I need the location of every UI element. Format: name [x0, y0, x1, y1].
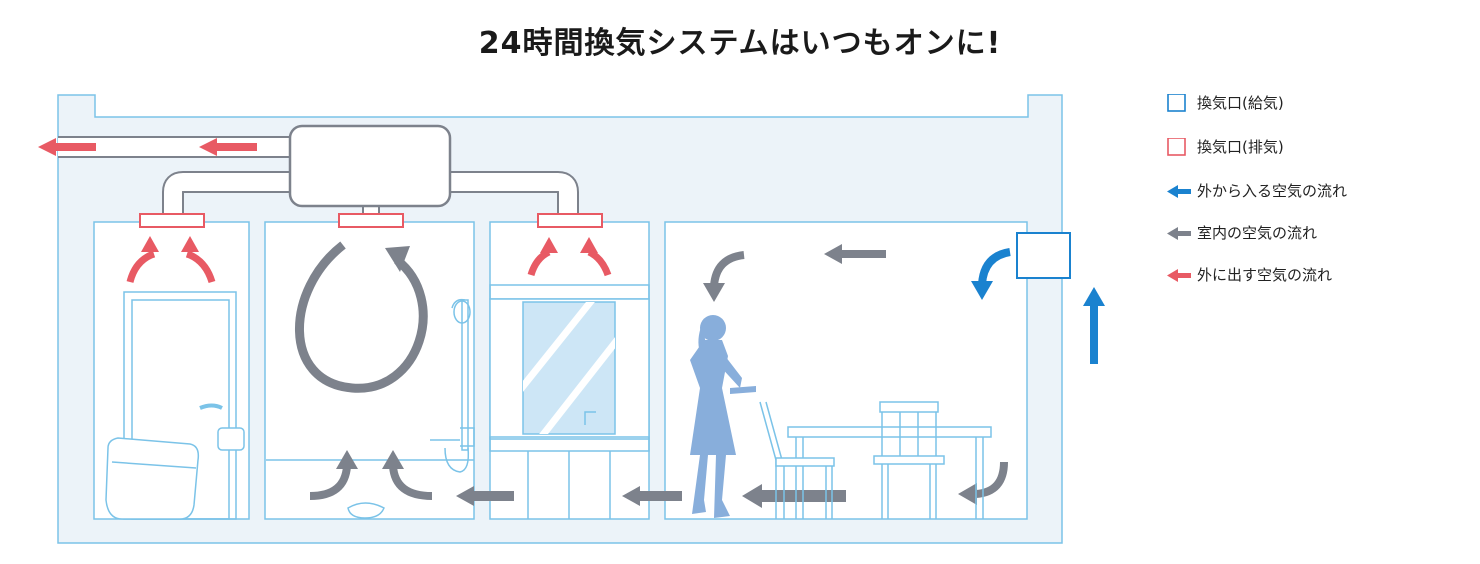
room-bathroom: [264, 221, 475, 520]
legend-flow-exhaust: 外に出す空気の流れ: [1167, 264, 1467, 286]
person-figure: [690, 315, 756, 518]
indoor-arrow-living-top: [824, 244, 886, 264]
supply-vent: [1016, 232, 1071, 279]
indoor-loop-arrow: [295, 241, 428, 393]
legend-flow-exhaust-label: 外に出す空気の流れ: [1197, 266, 1333, 284]
indoor-arrow-bath-right: [389, 465, 433, 500]
ventilation-diagram: [38, 94, 1105, 544]
exhaust-arrow-wash-right: [587, 248, 612, 277]
legend-flow-outside-in-label: 外から入る空気の流れ: [1197, 182, 1348, 200]
indoor-arrow-floor-wash: [622, 486, 682, 506]
indoor-arrow-floor-right: [958, 461, 1008, 505]
page-title: 24時間換気システムはいつもオンに!: [478, 26, 1002, 61]
legend-exhaust-vent-label: 換気口(排気): [1197, 138, 1284, 156]
legend-flow-indoor-label: 室内の空気の流れ: [1197, 224, 1318, 242]
mirror-reflection: [523, 302, 615, 434]
dining-chair-left: [759, 401, 835, 519]
exhaust-arrow-duct: [199, 138, 257, 156]
red-square-outline-icon: [1167, 137, 1193, 156]
exhaust-arrow-outside: [38, 138, 96, 156]
gray-arrow-left-icon: [1167, 224, 1193, 242]
exhaust-vent-washroom: [537, 213, 603, 228]
legend-supply-vent: 換気口(給気): [1167, 92, 1467, 114]
legend: 換気口(給気) 換気口(排気) 外から入る空気の流れ 室内の空気の流れ 外に出す…: [1167, 92, 1467, 308]
blue-square-outline-icon: [1167, 93, 1193, 112]
bathtub: [266, 459, 474, 519]
dining-chair-right: [873, 401, 945, 519]
legend-supply-vent-label: 換気口(給気): [1197, 94, 1284, 112]
supply-arrow-outside: [1083, 287, 1105, 364]
toilet-bowl: [105, 427, 245, 520]
exhaust-arrow-toilet-right: [185, 250, 216, 284]
exhaust-vent-toilet: [139, 213, 205, 228]
ventilation-fan-unit: [288, 124, 452, 208]
legend-flow-outside-in: 外から入る空気の流れ: [1167, 180, 1467, 202]
shower-fixture: [430, 298, 475, 473]
supply-arrow-into-room: [971, 248, 1011, 300]
indoor-arrow-floor-bath: [456, 486, 514, 506]
indoor-arrow-bath-left: [309, 465, 351, 500]
red-arrow-left-icon: [1167, 266, 1193, 284]
exhaust-vent-bathroom: [338, 213, 404, 228]
blue-arrow-left-icon: [1167, 182, 1193, 200]
indoor-arrow-living-down: [703, 251, 745, 302]
exhaust-arrow-toilet-left: [126, 250, 156, 283]
exhaust-duct: [58, 136, 579, 217]
legend-flow-indoor: 室内の空気の流れ: [1167, 222, 1467, 244]
dining-table: [787, 426, 992, 519]
legend-exhaust-vent: 換気口(排気): [1167, 136, 1467, 158]
exhaust-arrow-wash-left: [527, 248, 551, 277]
